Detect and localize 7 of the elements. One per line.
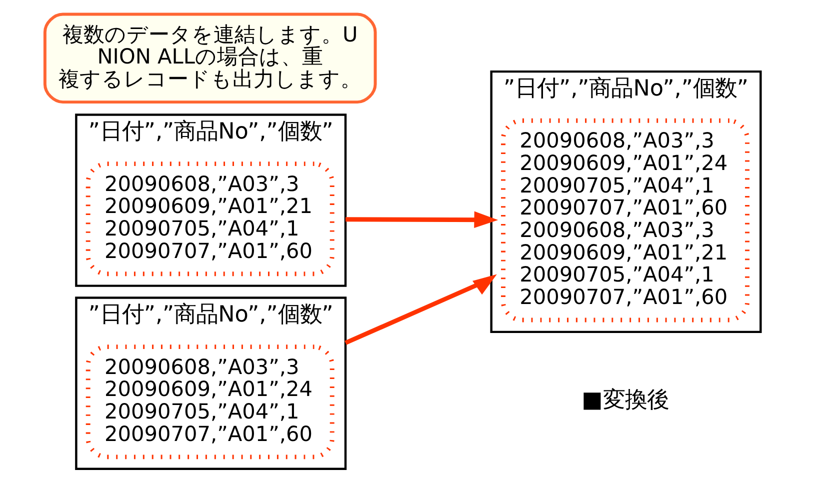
- node-box: 20090608,”A03”,3 20090609,”A01”,21 20090705,”A04”,1 20090707,”A01”,60: [86, 162, 334, 276]
- node-box: 複数のデータを連結します。UNION ALLの場合は、重複するレコードも出力します。: [43, 12, 377, 104]
- arrow: [346, 211, 498, 228]
- label: ■変換後: [582, 387, 669, 414]
- arrow: [344, 274, 497, 345]
- node-box: 20090608,”A03”,3 20090609,”A01”,24 20090705,”A04”,1 20090707,”A01”,60: [86, 344, 334, 460]
- node-box: 20090608,”A03”,3 20090609,”A01”,24 20090705,”A04”,1 20090707,”A01”,60 20090608,”A03”,3 20090609,”A01”,21 20090705,”A04”,1 20090707,”A01”,60: [501, 118, 750, 322]
